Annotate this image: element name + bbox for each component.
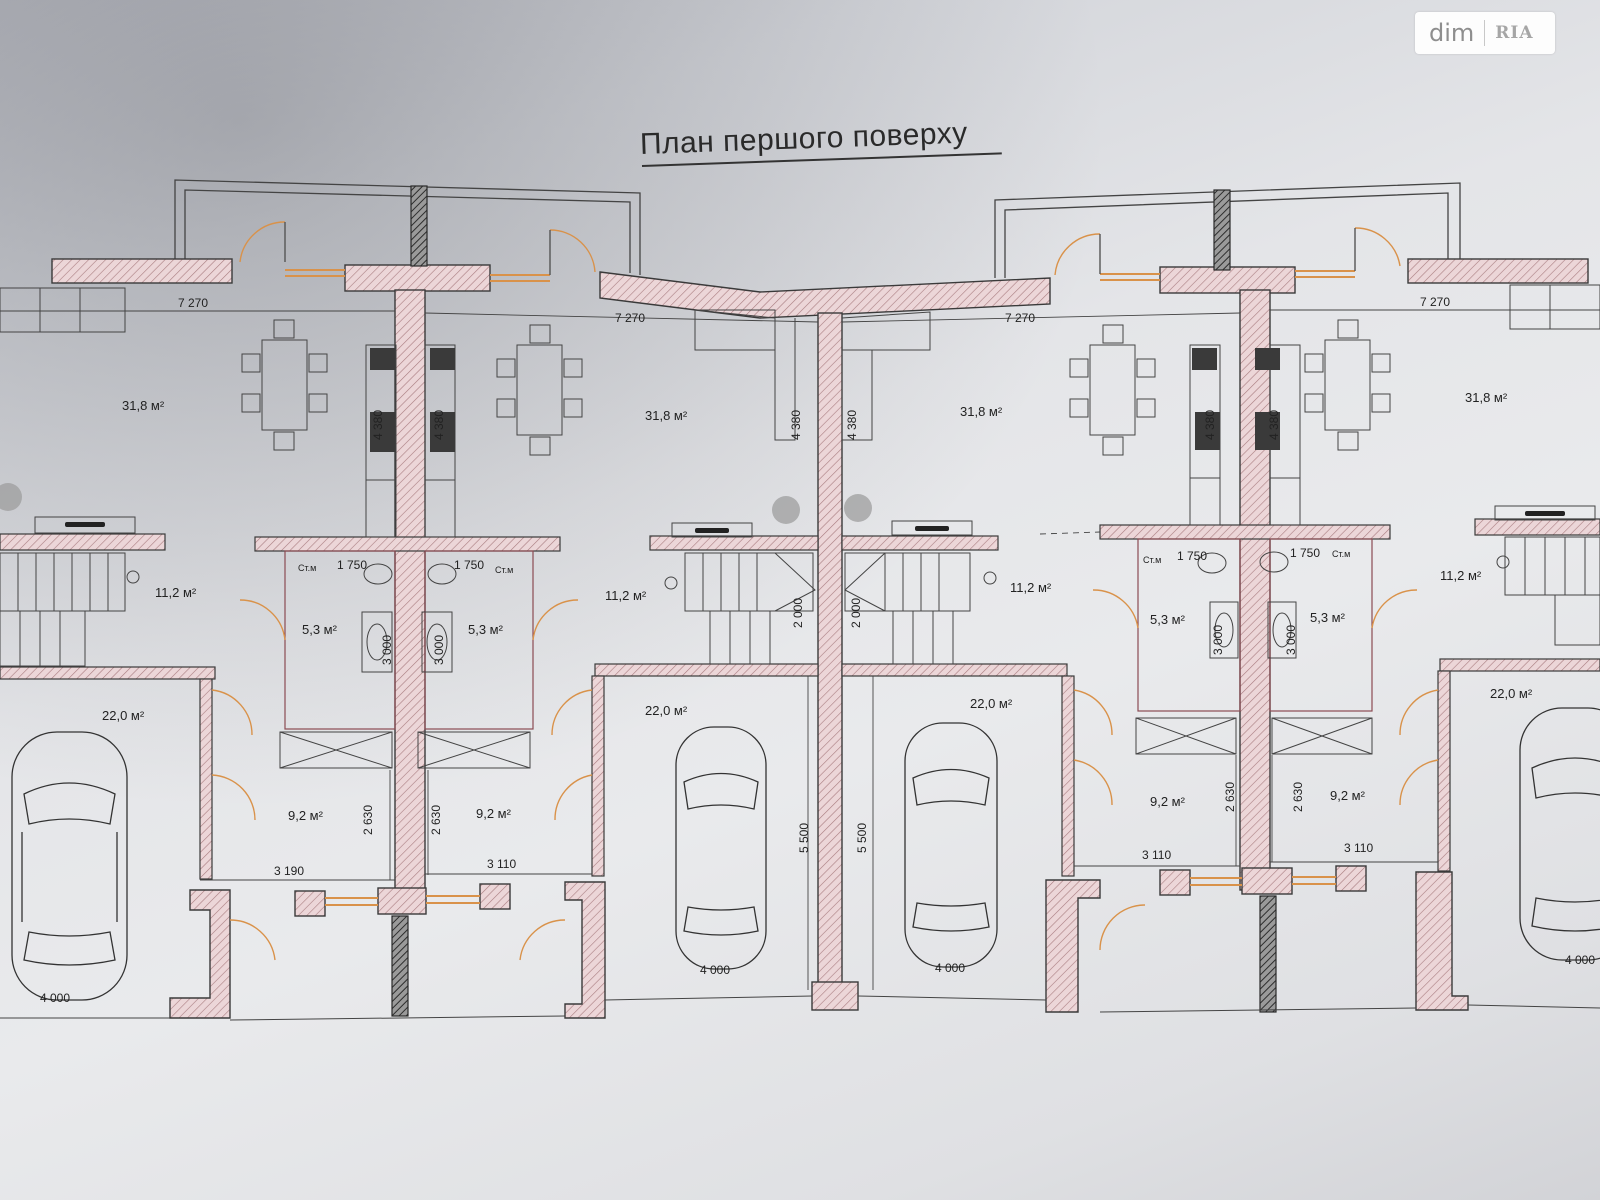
exterior-top-walls — [51, 258, 1589, 319]
dim-label-1750-2: 1 750 — [454, 558, 484, 572]
dim-label-1750-3: 1 750 — [1177, 549, 1207, 563]
dim-label-7270-2: 7 270 — [615, 311, 645, 325]
radiator-marks — [65, 511, 1565, 533]
room-label-kitchen-1: 31,8 м² — [122, 398, 165, 413]
dim-label-1750-4: 1 750 — [1290, 546, 1320, 560]
room-label-kitchen-4: 31,8 м² — [1465, 390, 1508, 405]
room-label-utility-2: 9,2 м² — [476, 806, 512, 821]
dim-label-4380-3: 4 380 — [789, 410, 803, 440]
party-walls — [394, 289, 1271, 984]
dim-label-3000-4: 3 000 — [1284, 625, 1298, 655]
room-label-hall-2: 11,2 м² — [605, 588, 647, 603]
dim-label-7270-3: 7 270 — [1005, 311, 1035, 325]
terrace-outlines — [174, 179, 1461, 278]
room-area-labels: 31,8 м² 31,8 м² 31,8 м² 31,8 м² 11,2 м² … — [102, 390, 1533, 823]
dim-label-3000-1: 3 000 — [380, 635, 394, 665]
fixture-labels: Ст.м Ст.м Ст.м Ст.м — [298, 549, 1350, 575]
room-label-garage-3: 22,0 м² — [970, 696, 1013, 711]
dim-label-3110-3: 3 110 — [1344, 841, 1373, 855]
dim-label-4000-1: 4 000 — [40, 991, 70, 1005]
door-swings — [211, 221, 1439, 961]
room-label-hall-1: 11,2 м² — [155, 585, 197, 600]
room-label-bath-3: 5,3 м² — [1150, 612, 1186, 627]
dim-label-3110-1: 3 110 — [487, 857, 516, 871]
room-label-bath-4: 5,3 м² — [1310, 610, 1346, 625]
dim-label-2000-1: 2 000 — [791, 598, 805, 628]
dim-label-2630-3: 2 630 — [1223, 782, 1237, 812]
fixture-label-stm-3: Ст.м — [1143, 555, 1161, 565]
room-label-hall-3: 11,2 м² — [1010, 580, 1052, 595]
dim-label-2630-2: 2 630 — [429, 805, 443, 835]
utility-cabinets — [279, 717, 1373, 769]
room-label-garage-2: 22,0 м² — [645, 703, 688, 718]
hall-partitions — [0, 518, 1600, 880]
room-label-garage-1: 22,0 м² — [102, 708, 145, 723]
dim-label-4000-2: 4 000 — [700, 963, 730, 977]
dim-label-4000-3: 4 000 — [935, 961, 965, 975]
watermark-logo: RIA — [1495, 23, 1534, 43]
stove-icons — [370, 348, 1280, 452]
plant-symbols — [0, 483, 872, 524]
fixture-label-stm-2: Ст.м — [495, 565, 513, 575]
dim-label-4380-2: 4 380 — [432, 410, 446, 440]
room-label-utility-3: 9,2 м² — [1150, 794, 1186, 809]
dim-label-4000-4: 4 000 — [1565, 953, 1595, 967]
dimension-labels: 7 270 7 270 7 270 7 270 4 380 4 380 4 38… — [40, 295, 1595, 1005]
radiators — [34, 505, 1596, 538]
dim-label-3000-2: 3 000 — [432, 635, 446, 665]
top-windows — [285, 269, 1355, 282]
dim-label-2630-4: 2 630 — [1291, 782, 1305, 812]
dim-label-3110-2: 3 110 — [1142, 848, 1171, 862]
room-label-kitchen-3: 31,8 м² — [960, 404, 1003, 419]
fixture-label-stm-1: Ст.м — [298, 563, 316, 573]
room-label-utility-1: 9,2 м² — [288, 808, 324, 823]
dim-label-4380-1: 4 380 — [371, 410, 385, 440]
dim-label-7270-4: 7 270 — [1420, 295, 1450, 309]
room-label-kitchen-2: 31,8 м² — [645, 408, 688, 423]
room-label-bath-1: 5,3 м² — [302, 622, 338, 637]
staircases — [0, 536, 1600, 667]
dim-label-2630-1: 2 630 — [361, 805, 375, 835]
room-label-hall-4: 11,2 м² — [1440, 568, 1482, 583]
dim-label-5500-2: 5 500 — [855, 823, 869, 853]
bottom-walls — [169, 865, 1469, 1019]
dim-label-4380-5: 4 380 — [1203, 410, 1217, 440]
garage-door-lines — [0, 995, 1600, 1021]
cars — [11, 707, 1600, 1001]
bathroom-fixtures — [361, 551, 1297, 673]
dimension-lines — [0, 309, 1600, 990]
watermark-separator — [1484, 20, 1486, 46]
dim-label-3000-3: 3 000 — [1211, 625, 1225, 655]
dim-label-7270-1: 7 270 — [178, 296, 208, 310]
dim-label-4380-4: 4 380 — [845, 410, 859, 440]
dining-tables — [241, 319, 1391, 456]
dim-label-3190-1: 3 190 — [274, 864, 304, 878]
dim-label-2000-2: 2 000 — [849, 598, 863, 628]
watermark-brand: dim — [1429, 19, 1475, 47]
fixture-label-stm-4: Ст.м — [1332, 549, 1350, 559]
bottom-windows — [325, 876, 1336, 906]
room-label-utility-4: 9,2 м² — [1330, 788, 1366, 803]
watermark-badge: dim RIA — [1415, 12, 1555, 54]
room-label-bath-2: 5,3 м² — [468, 622, 504, 637]
top-columns — [391, 185, 1277, 1017]
room-label-garage-4: 22,0 м² — [1490, 686, 1533, 701]
dim-label-4380-6: 4 380 — [1267, 410, 1281, 440]
dim-label-5500-1: 5 500 — [797, 823, 811, 853]
dim-label-1750-1: 1 750 — [337, 558, 367, 572]
